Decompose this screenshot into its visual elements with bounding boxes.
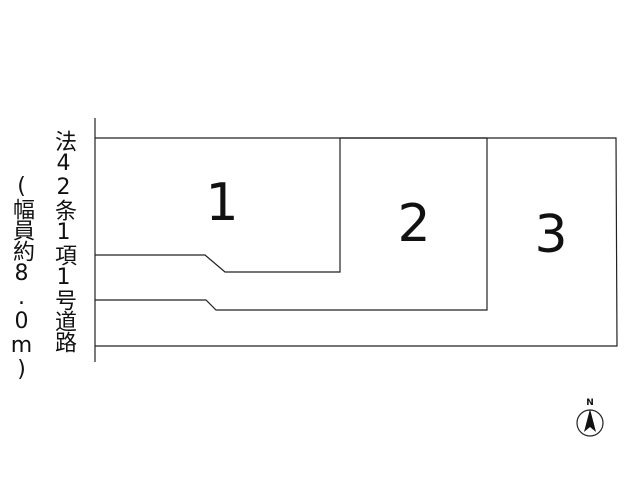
lot-2-label: 2 — [397, 194, 430, 254]
lot-1-label: 1 — [205, 173, 238, 233]
lot-2-outline — [95, 137, 488, 311]
lot-3-label: 3 — [534, 205, 567, 265]
lot-1-outline — [95, 138, 341, 273]
north-label: N — [586, 398, 594, 408]
road-width-label: (幅員約8.0m) — [9, 174, 34, 381]
north-arrow-icon: N — [573, 396, 607, 440]
road-name-label: 法42条1項1号道路 — [51, 130, 76, 352]
